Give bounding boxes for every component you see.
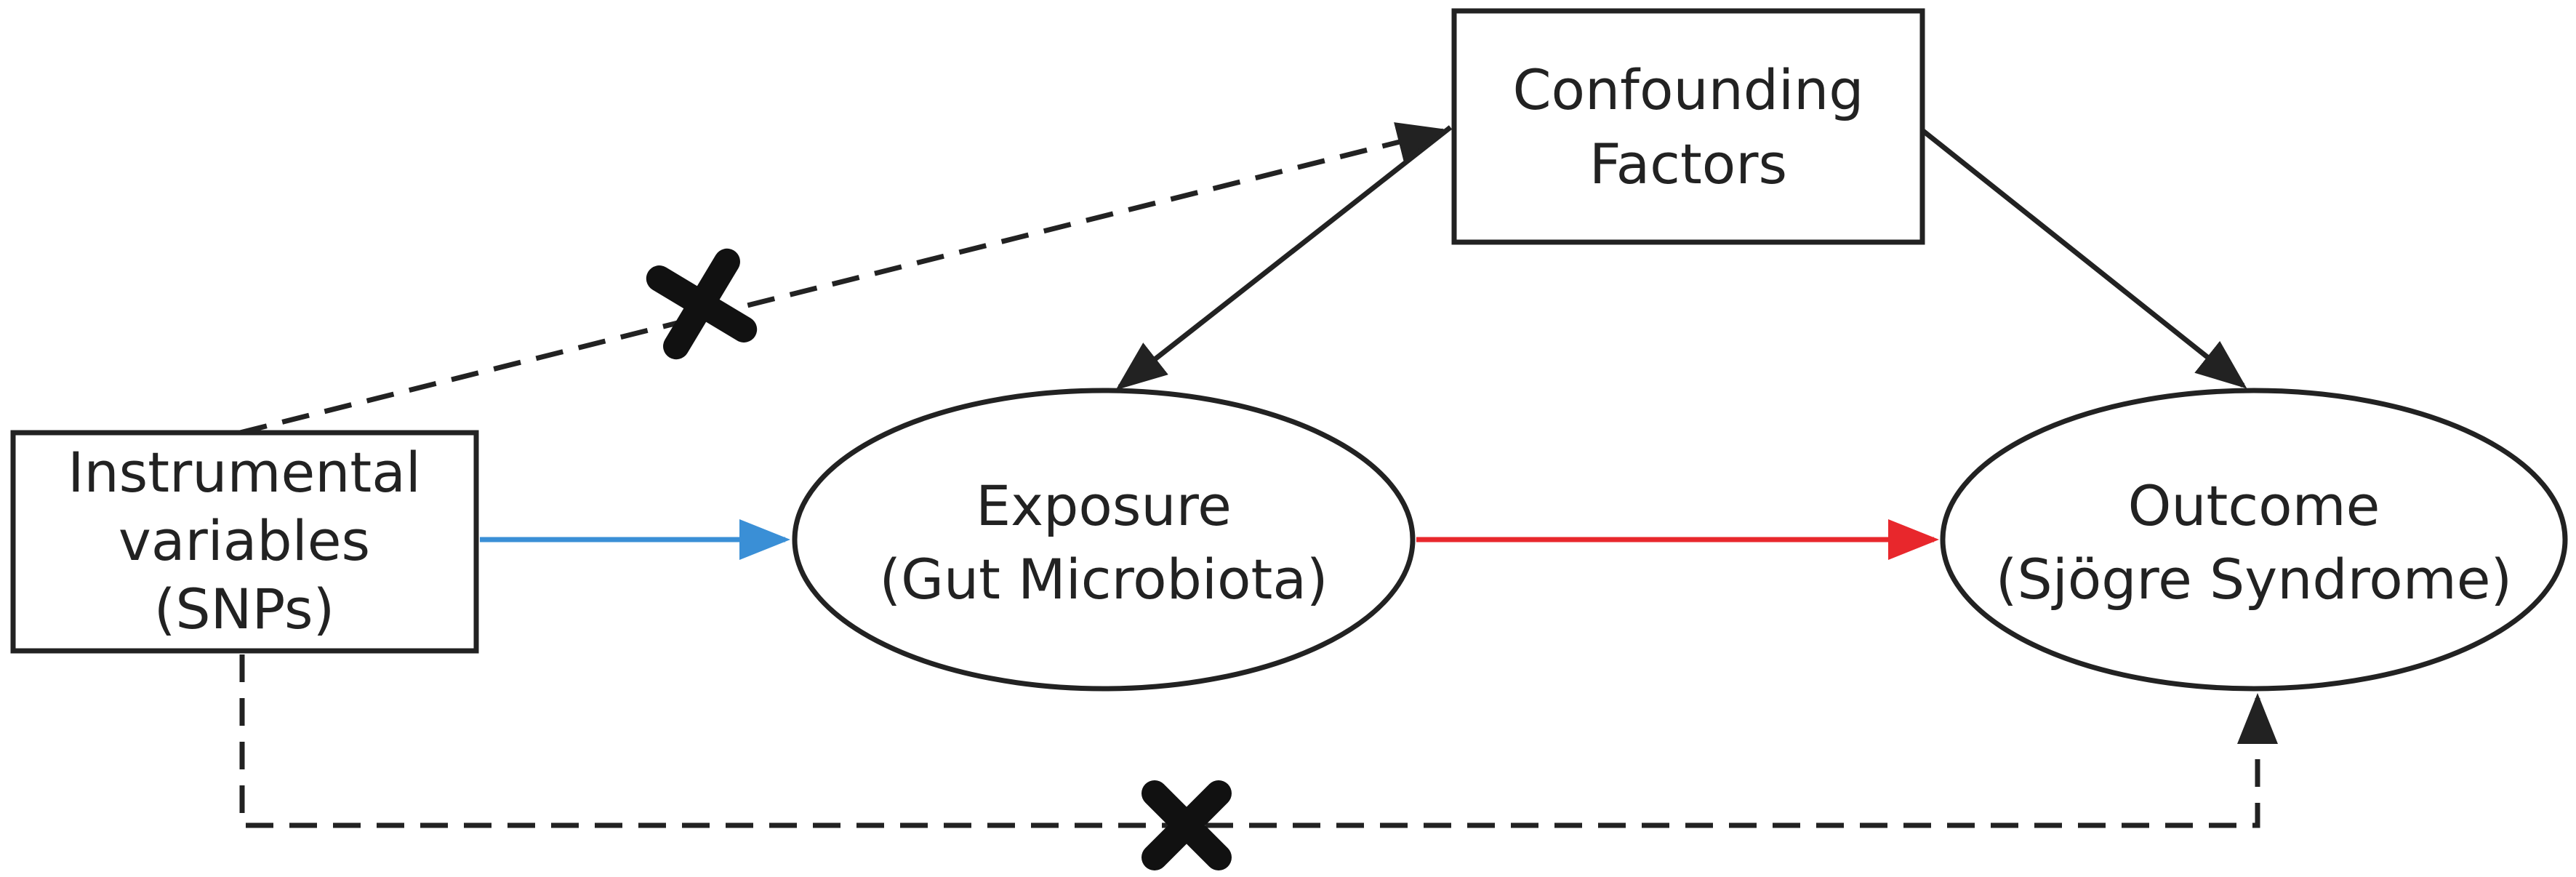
confounding-label-line1: Confounding bbox=[1512, 57, 1863, 122]
exposure-label-line2: (Gut Microbiota) bbox=[879, 547, 1328, 612]
instrument-to-confounder-dashed-arrow bbox=[239, 122, 1448, 436]
confounder-to-outcome-arrow bbox=[1921, 129, 2247, 389]
outcome-node: Outcome (Sjögre Syndrome) bbox=[1940, 388, 2568, 692]
instrumental-label-line3: (SNPs) bbox=[154, 577, 334, 641]
cross-icon bbox=[646, 248, 758, 360]
instrumental-label-line2: variables bbox=[119, 508, 370, 573]
cross-icon bbox=[1141, 780, 1232, 870]
instrument-to-outcome-dashed-arrow bbox=[239, 654, 2278, 828]
confounding-label-line2: Factors bbox=[1589, 132, 1787, 196]
instrumental-label-line1: Instrumental bbox=[68, 440, 421, 505]
instrumental-variables-node: Instrumental variables (SNPs) bbox=[10, 430, 479, 654]
confounder-to-exposure-arrow bbox=[1115, 125, 1453, 391]
exposure-label-line1: Exposure bbox=[976, 473, 1232, 538]
outcome-label-line2: (Sjögre Syndrome) bbox=[1996, 547, 2512, 612]
exposure-node: Exposure (Gut Microbiota) bbox=[792, 388, 1416, 692]
confounding-factors-node: Confounding Factors bbox=[1451, 8, 1925, 245]
outcome-label-line1: Outcome bbox=[2128, 473, 2380, 538]
